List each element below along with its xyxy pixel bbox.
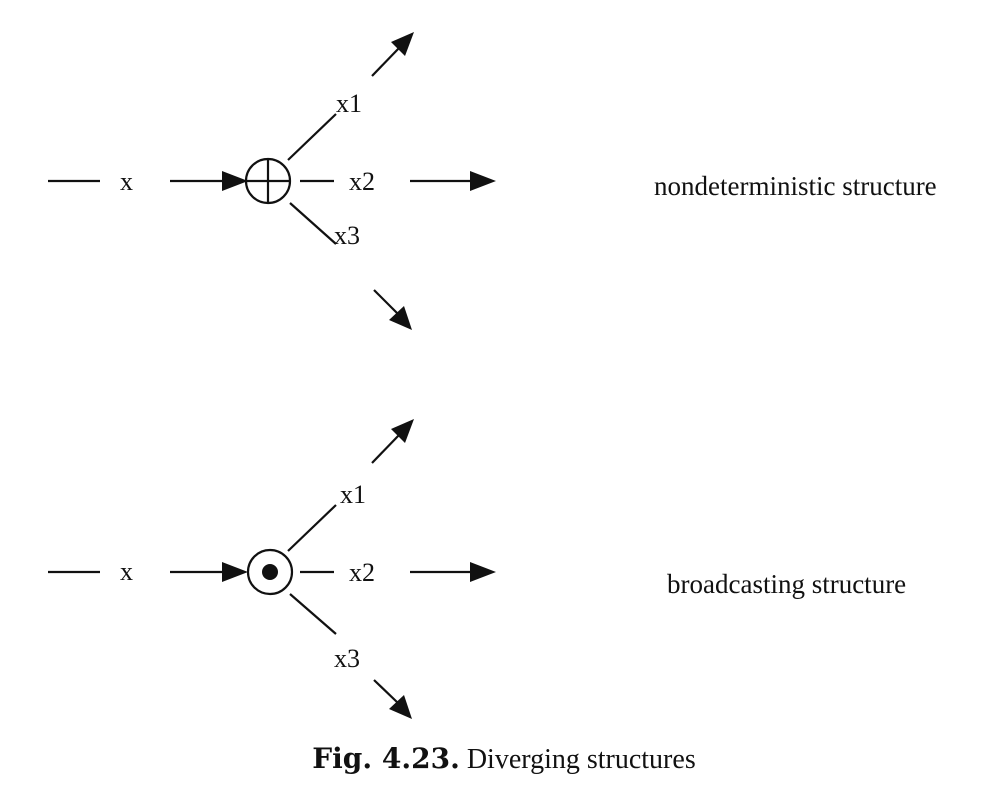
structure-description: broadcasting structure	[667, 569, 906, 599]
output-arrow-x3-line	[373, 679, 399, 704]
output-label-x3: x3	[334, 221, 360, 250]
nondeterministic-diagram: x x1 x2 x3 nondeterministic structure	[48, 32, 937, 330]
output-arrowhead-x1	[391, 32, 414, 56]
output-arrowhead-x1	[391, 419, 414, 443]
output-arrow-x1-line	[371, 46, 401, 77]
input-arrowhead	[222, 562, 248, 582]
output-label-x2: x2	[349, 167, 375, 196]
output-label-x1: x1	[336, 89, 362, 118]
output-arrowhead-x3	[389, 695, 412, 719]
output-line-x1	[287, 113, 337, 161]
input-arrowhead	[222, 171, 248, 191]
input-label: x	[120, 167, 133, 196]
output-arrowhead-x3	[389, 306, 412, 330]
output-arrowhead-x2	[470, 171, 496, 191]
output-line-x1	[287, 504, 337, 552]
broadcasting-diagram: x x1 x2 x3 broadcasting structure	[48, 419, 906, 719]
output-label-x2: x2	[349, 558, 375, 587]
output-line-x3	[289, 202, 337, 245]
output-label-x1: x1	[340, 480, 366, 509]
figure-caption: Fig. 4.23. Diverging structures	[0, 742, 1008, 776]
figure-caption-text: Diverging structures	[466, 744, 696, 775]
output-arrow-x1-line	[371, 433, 401, 464]
output-arrow-x3-line	[373, 289, 399, 315]
figure-caption-label: Fig. 4.23.	[312, 742, 460, 775]
output-arrowhead-x2	[470, 562, 496, 582]
output-line-x3	[289, 593, 337, 635]
broadcast-node-dot	[262, 564, 278, 580]
output-label-x3: x3	[334, 644, 360, 673]
input-label: x	[120, 557, 133, 586]
structure-description: nondeterministic structure	[654, 171, 937, 201]
